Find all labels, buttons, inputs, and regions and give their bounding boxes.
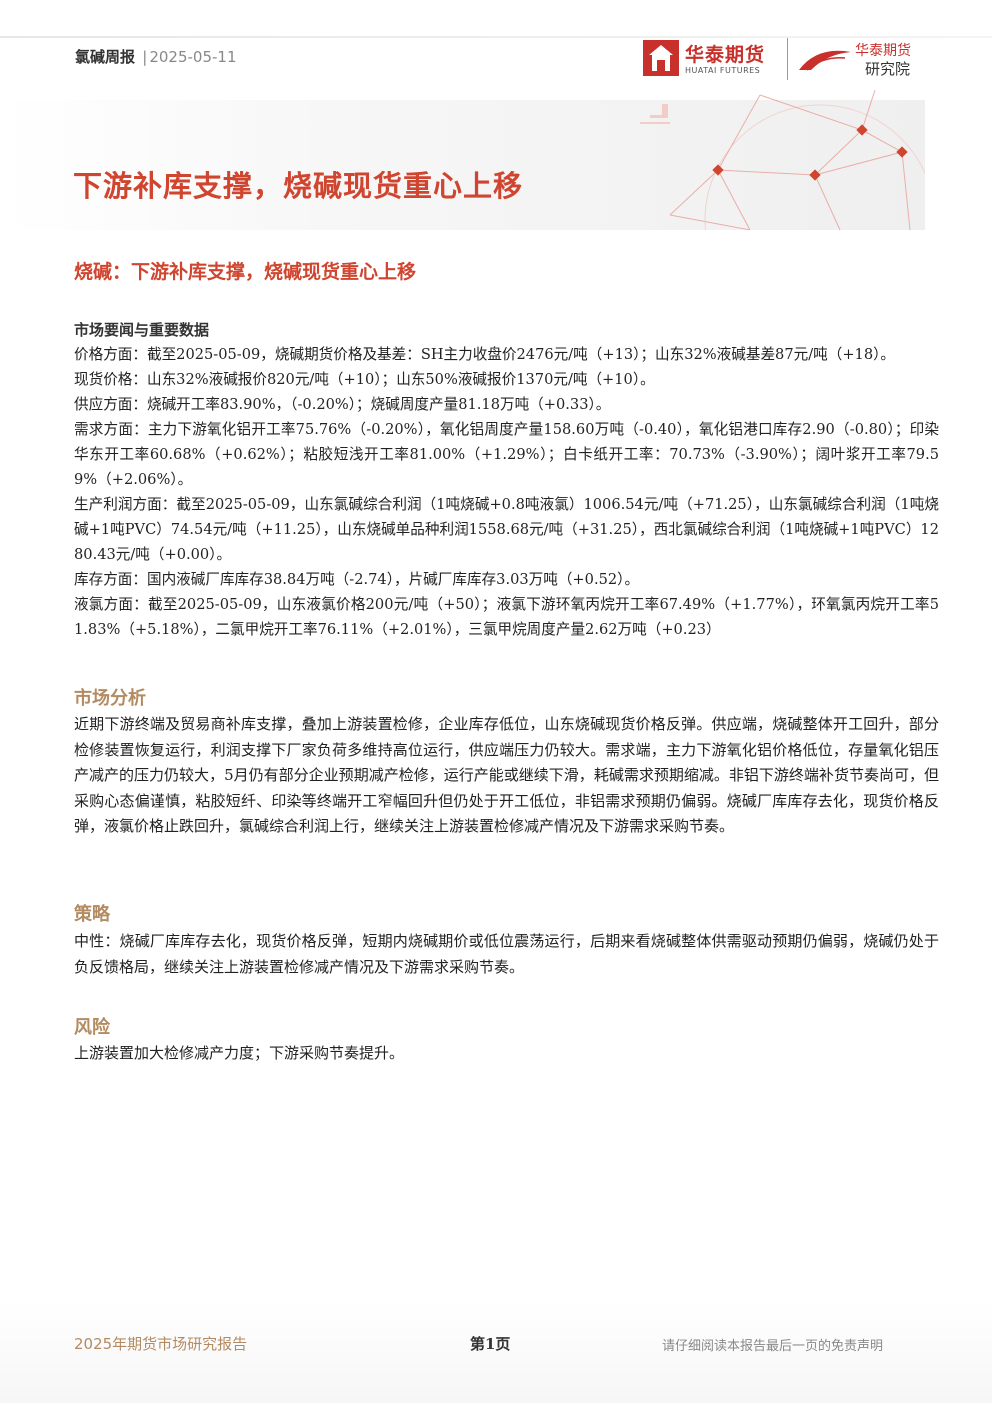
title-banner: [0, 100, 925, 230]
footer-disclaimer: 请仔细阅读本报告最后一页的免责声明: [662, 1339, 884, 1354]
report-date: 2025-05-11: [149, 48, 237, 66]
data-item-spot: 现货价格：山东32%液碱报价820元/吨（+10）；山东50%液碱报价1370元…: [74, 371, 655, 388]
data-item-supply: 供应方面：烧碱开工率83.90%，（-0.20%）；烧碱周度产量81.18万吨（…: [74, 396, 611, 413]
institute-line2: 研究院: [865, 60, 911, 78]
logo-cn-text: 华泰期货: [685, 44, 766, 66]
report-label: 氯碱周报 |2025-05-11: [75, 46, 237, 67]
data-item-chlorine: 液氯方面：截至2025-05-09，山东液氯价格200元/吨（+50）；液氯下游…: [74, 596, 939, 638]
data-item-demand: 需求方面：主力下游氧化铝开工率75.76%（-0.20%），氧化铝周度产量158…: [74, 421, 939, 488]
risk-heading: 风险: [74, 1017, 110, 1038]
research-institute-logo: 华泰期货 研究院: [797, 40, 927, 80]
section-title: 烧碱：下游补库支撑，烧碱现货重心上移: [74, 261, 417, 283]
page-header: 氯碱周报 |2025-05-11 华泰期货 HUATAI FUTURES 华泰期…: [0, 0, 992, 235]
risk-text: 上游装置加大检修减产力度；下游采购节奏提升。: [74, 1044, 405, 1062]
logo-separator: [787, 38, 788, 80]
data-item-inventory: 库存方面：国内液碱厂库库存38.84万吨（-2.74），片碱厂库库存3.03万吨…: [74, 571, 640, 588]
market-data-list: 价格方面：截至2025-05-09，烧碱期货价格及基差：SH主力收盘价2476元…: [74, 342, 939, 642]
huatai-logo-mark-icon: [643, 40, 679, 76]
analysis-text: 近期下游终端及贸易商补库支撑，叠加上游装置检修，企业库存低位，山东烧碱现货价格反…: [74, 715, 939, 836]
logo-en-text: HUATAI FUTURES: [685, 66, 761, 75]
strategy-text: 中性：烧碱厂库库存去化，现货价格反弹，短期内烧碱期价或低位震荡运行，后期来看烧碱…: [74, 932, 939, 976]
page-title: 下游补库支撑，烧碱现货重心上移: [73, 169, 524, 203]
analysis-heading: 市场分析: [74, 688, 146, 709]
huatai-futures-logo: 华泰期货 HUATAI FUTURES: [643, 40, 783, 80]
report-separator: |: [142, 48, 148, 66]
institute-swoosh-icon: [799, 50, 851, 71]
header-divider: [0, 36, 992, 38]
footer-background: [0, 1300, 992, 1403]
institute-line1: 华泰期货: [855, 43, 911, 59]
data-item-price: 价格方面：截至2025-05-09，烧碱期货价格及基差：SH主力收盘价2476元…: [74, 346, 896, 363]
sub-heading: 市场要闻与重要数据: [74, 321, 210, 339]
strategy-heading: 策略: [74, 904, 110, 925]
footer-page-number: 第1页: [470, 1335, 511, 1353]
network-decoration-icon: [640, 90, 925, 230]
footer-report-name: 2025年期货市场研究报告: [74, 1335, 248, 1353]
data-item-profit: 生产利润方面：截至2025-05-09，山东氯碱综合利润（1吨烧碱+0.8吨液氯…: [74, 496, 939, 563]
report-type: 氯碱周报: [75, 48, 136, 66]
